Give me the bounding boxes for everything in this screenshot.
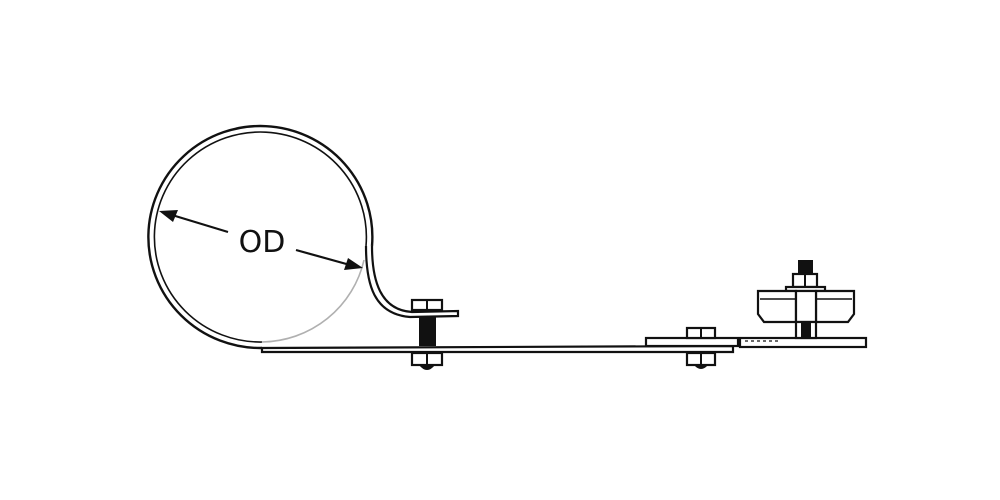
od-label: OD [239,225,286,260]
arrow-right-icon [344,258,363,270]
base-plate [738,336,868,349]
middle-plate [644,336,740,348]
bottom-strap [260,344,735,354]
pipe-clamp-ring [147,124,460,350]
od-dimension: OD [159,210,363,270]
arrow-left-icon [159,210,178,222]
bolt-2 [685,326,717,369]
bolt-1 [410,298,444,370]
channel-clamp [756,260,856,340]
